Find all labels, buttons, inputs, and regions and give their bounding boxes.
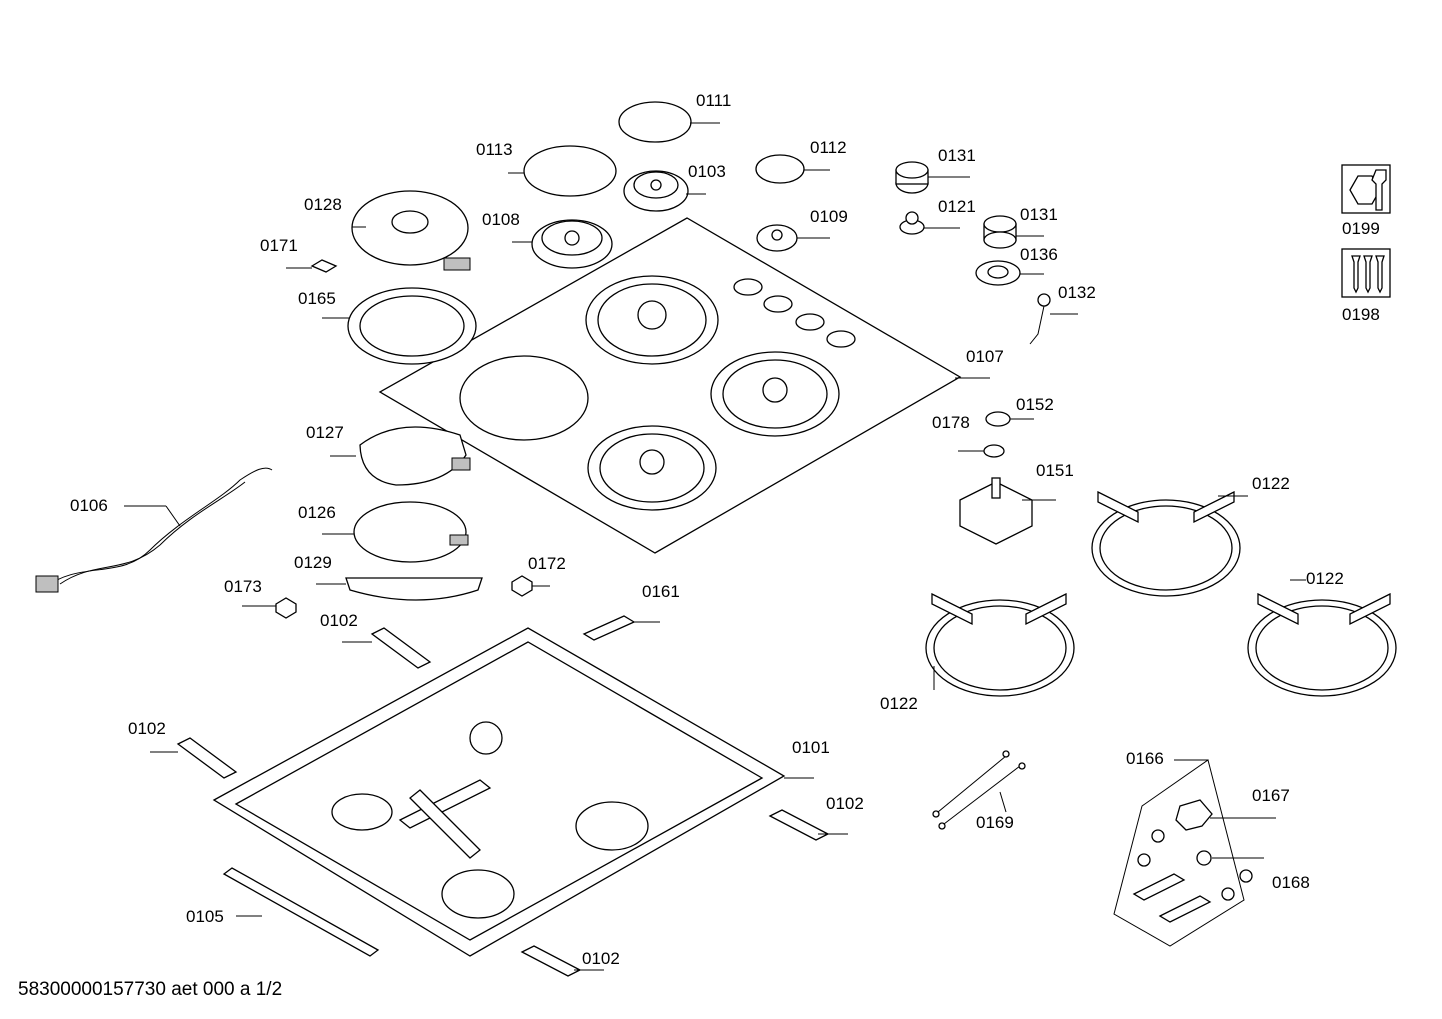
- label-0121: 0121: [938, 197, 976, 216]
- label-0168: 0168: [1272, 873, 1310, 892]
- hob-top-plate: [378, 217, 962, 554]
- label-0111: 0111: [696, 91, 731, 110]
- label-0152: 0152: [1016, 395, 1054, 414]
- label-0107: 0107: [966, 347, 1004, 366]
- label-0108: 0108: [482, 210, 520, 229]
- label-0129: 0129: [294, 553, 332, 572]
- indicator-lamp-0132: [1029, 293, 1051, 345]
- label-0131-b: 0131: [1020, 205, 1058, 224]
- wiring-0169: [932, 750, 1026, 830]
- burner-cap-0113: [523, 145, 617, 197]
- label-0161: 0161: [642, 582, 680, 601]
- label-0105: 0105: [186, 907, 224, 926]
- service-tool-icon: [1341, 164, 1391, 214]
- knob-0131-b: [983, 215, 1017, 249]
- legend-label-0199: 0199: [1342, 219, 1380, 238]
- label-0126: 0126: [298, 503, 336, 522]
- washer-0152: [985, 411, 1011, 427]
- plate-0161: [582, 615, 636, 641]
- burner-0109: [756, 224, 798, 252]
- pan-support-0122-b: [925, 592, 1075, 697]
- power-cable-0106: [35, 467, 273, 593]
- label-0122-b: 0122: [880, 694, 918, 713]
- bracket-0129: [345, 577, 483, 601]
- screws-icon: [1341, 248, 1391, 298]
- shield-0126: [353, 501, 469, 563]
- label-0131-a: 0131: [938, 146, 976, 165]
- seal-0168: [1196, 850, 1212, 866]
- label-0112: 0112: [810, 138, 847, 157]
- pan-support-0122-a: [1091, 490, 1241, 597]
- label-0127: 0127: [306, 423, 344, 442]
- label-0113: 0113: [476, 140, 513, 159]
- label-0169: 0169: [976, 813, 1014, 832]
- control-holes: [733, 278, 856, 348]
- nut-0173: [275, 597, 297, 619]
- label-0102-b: 0102: [128, 719, 166, 738]
- knob-0131-a: [895, 161, 929, 194]
- legend-label-0198: 0198: [1342, 305, 1380, 324]
- label-0102-c: 0102: [826, 794, 864, 813]
- document-footer-id: 58300000157730 aet 000 a 1/2: [18, 979, 283, 1000]
- base-tray-0101: [212, 627, 786, 957]
- part-labels: 0111 0113 0103 0112 0128 0108 0109 0171 …: [70, 91, 1380, 968]
- burner-0103: [623, 170, 689, 212]
- ring-0165: [347, 287, 477, 365]
- leader-lines: [124, 122, 1306, 971]
- label-0102-d: 0102: [582, 949, 620, 968]
- label-0102-a: 0102: [320, 611, 358, 630]
- strip-0105: [222, 867, 380, 957]
- label-0122-a: 0122: [1252, 474, 1290, 493]
- label-0132: 0132: [1058, 283, 1096, 302]
- burner-seat-back: [585, 275, 719, 365]
- clip-0171: [310, 259, 338, 273]
- label-0128: 0128: [304, 195, 342, 214]
- label-0178: 0178: [932, 413, 970, 432]
- spindle-0121: [899, 211, 925, 235]
- label-0109: 0109: [810, 207, 848, 226]
- foot-0102-b: [176, 737, 238, 779]
- label-0106: 0106: [70, 496, 108, 515]
- energy-regulator-0151: [959, 477, 1033, 545]
- label-0166: 0166: [1126, 749, 1164, 768]
- shield-0127: [359, 426, 471, 486]
- elbow-0167: [1175, 799, 1213, 831]
- label-0173: 0173: [224, 577, 262, 596]
- pan-support-0122-c: [1247, 592, 1397, 697]
- burner-0108: [531, 219, 613, 269]
- foot-0102-a: [370, 627, 432, 669]
- label-0101: 0101: [792, 738, 830, 757]
- foot-0102-d: [520, 945, 582, 977]
- foot-0102-c: [768, 809, 830, 841]
- washer-0178: [983, 444, 1005, 458]
- label-0151: 0151: [1036, 461, 1074, 480]
- bezel-0136: [975, 260, 1021, 286]
- fitting-kit-0166: [1113, 759, 1253, 947]
- burner-seat-front: [587, 425, 717, 511]
- label-0136: 0136: [1020, 245, 1058, 264]
- label-0172: 0172: [528, 554, 566, 573]
- nut-0172: [511, 575, 533, 597]
- label-0165: 0165: [298, 289, 336, 308]
- label-0171: 0171: [260, 236, 298, 255]
- label-0103: 0103: [688, 162, 726, 181]
- burner-cap-0112: [755, 154, 805, 184]
- burner-cap-0111: [618, 101, 692, 143]
- label-0122-c: 0122: [1306, 569, 1344, 588]
- burner-seat-right: [710, 351, 840, 437]
- label-0167: 0167: [1252, 786, 1290, 805]
- hotplate-0128: [351, 190, 471, 271]
